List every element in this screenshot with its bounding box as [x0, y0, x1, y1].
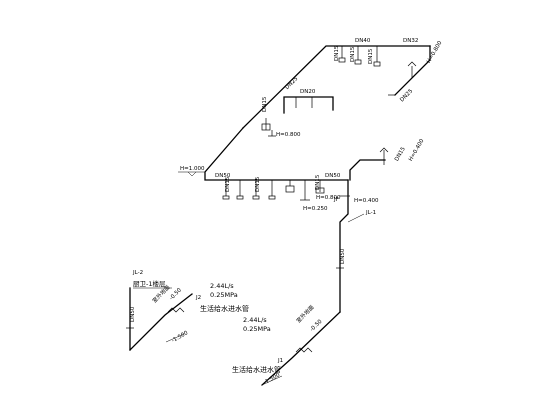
fixture-icon	[222, 195, 230, 200]
fixture-icon	[373, 61, 381, 67]
pipe-label: DN15	[394, 146, 407, 163]
pressure-label: 0.25MPa	[243, 325, 271, 333]
middle-branch-pipe	[283, 96, 334, 114]
pipe-label: DN40	[355, 38, 371, 44]
valve-icon	[167, 307, 185, 313]
pipe-label: DN15	[262, 96, 268, 112]
flow-label: 2.44L/s	[243, 316, 267, 324]
riser-pipe	[339, 179, 349, 313]
pipe-label: DN50	[130, 306, 136, 322]
pipe-label: DN15	[315, 174, 321, 190]
elevation-label: H=0.800	[426, 40, 444, 65]
pipe-label: DN50	[325, 173, 341, 179]
pipe-label: DN25	[284, 76, 299, 91]
pipe-label: DN32	[403, 38, 418, 44]
pipe-label: DN50	[340, 248, 346, 264]
outdoor-label: 室外地面	[294, 303, 316, 325]
elevation-label: H=0.800	[276, 132, 301, 138]
pressure-label: 0.25MPa	[210, 291, 238, 299]
middle-branch: DN20 DN15 H=0.800	[261, 89, 334, 138]
top-branch: DN40 DN32 DN15 DN15 DN15 H=0.800 DN25 DN…	[242, 38, 444, 129]
elevation-label: -0.50	[309, 318, 324, 333]
riser-jl1: JF H=0.400 JL-1 DN50	[333, 179, 379, 313]
pipe-label: DN25	[399, 88, 414, 103]
fixture-icon	[285, 185, 295, 193]
elevation-mark	[187, 171, 197, 177]
flow-label: 2.44L/s	[210, 282, 234, 290]
left-supply: JL-2 厨卫-1楼层 DN50 室外地面 -0.50 2.44L/s 0.25…	[126, 270, 249, 351]
left-supply-pipe	[129, 293, 193, 351]
pipe-label: DN15	[255, 176, 261, 192]
riser-label: JL-1	[365, 210, 376, 216]
supply-label: 生活给水进水管	[232, 365, 281, 374]
pipe-label: DN20	[300, 89, 316, 95]
pipe-label: DN15	[368, 48, 374, 64]
riser-leader	[347, 213, 365, 223]
junction-label: J1	[277, 358, 283, 364]
elevation-label: H=0.800	[316, 195, 341, 201]
fixture-icon	[338, 57, 346, 63]
elevation-label: H=0.250	[303, 206, 328, 212]
jf-label: JF	[333, 197, 339, 203]
elevation-leader	[261, 375, 283, 386]
fixture-icon	[252, 195, 260, 200]
tap-icon	[379, 147, 389, 153]
elevation-leader	[165, 333, 185, 343]
elevation-label: H=1.000	[180, 166, 205, 172]
pipe-label: DN15	[225, 176, 231, 192]
tap-icon	[407, 61, 417, 67]
junction-label: J2	[195, 295, 201, 301]
top-main-pipe	[242, 45, 431, 129]
mid-right-branch: DN15 H=0.400	[349, 138, 426, 181]
top-right-diagonal	[394, 45, 431, 96]
mid-right-pipe	[349, 159, 386, 181]
supply-label: 生活给水进水管	[200, 304, 249, 313]
pipe-label: DN15	[350, 46, 356, 62]
pipe-label: DN50	[215, 173, 231, 179]
elevation-label: H=0.400	[354, 198, 379, 204]
elevation-label: H=0.400	[408, 138, 426, 163]
right-supply-pipe	[261, 311, 341, 386]
fixture-icon	[236, 195, 244, 200]
valve-icon	[295, 347, 313, 353]
elevation-label: -1.500	[171, 330, 190, 344]
lower-main-pipe	[204, 127, 349, 181]
pipe-label: DN15	[334, 45, 340, 61]
riser-note: 厨卫-1楼层	[133, 279, 166, 288]
fixture-icon	[315, 187, 325, 194]
right-supply: 室外地面 -0.50 2.44L/s 0.25MPa 生活给水进水管 J1 -1…	[232, 303, 341, 386]
elevation-label: -1.500	[263, 372, 282, 386]
fixture-icon	[268, 195, 276, 200]
lower-main: H=1.000 DN50 DN50 DN15 DN15 H=0.250 H=0.…	[178, 127, 349, 212]
fixture-icon	[261, 123, 271, 131]
fixture-icon	[354, 59, 362, 65]
riser-label: JL-2	[132, 270, 143, 276]
